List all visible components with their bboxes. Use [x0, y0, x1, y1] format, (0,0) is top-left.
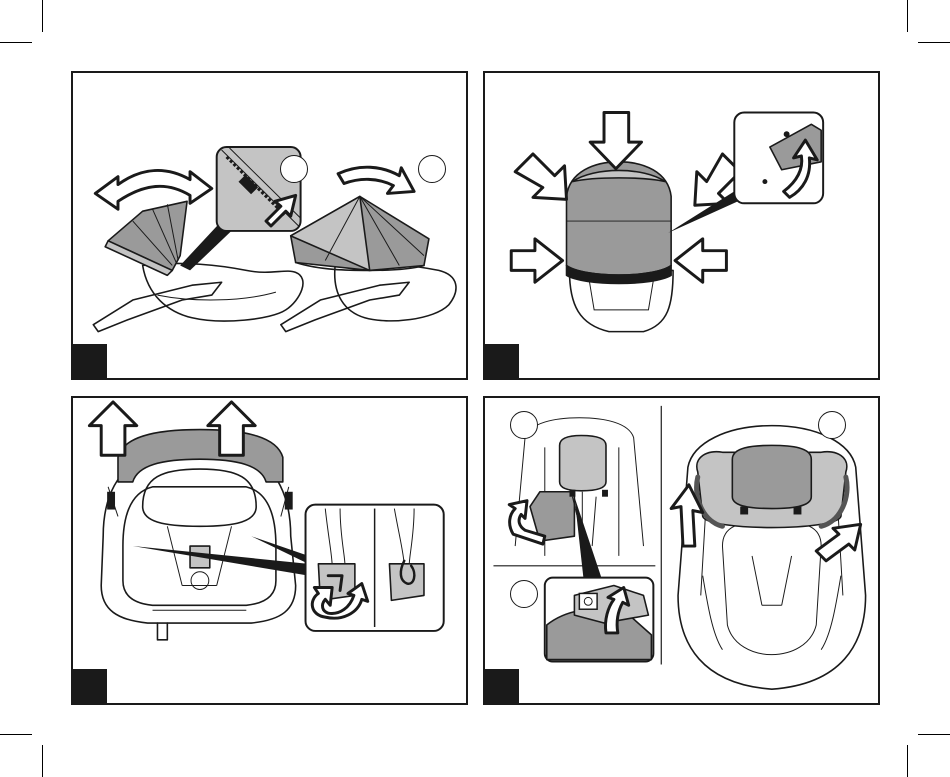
step-number-block [73, 669, 107, 703]
crop-mark [0, 42, 32, 43]
headrest-adjust-illustration [485, 398, 878, 703]
instruction-panel-headrest-adjust [483, 396, 880, 705]
canopy-remove-illustration [73, 398, 466, 703]
step-number-block [485, 344, 519, 378]
step-number-block [73, 344, 107, 378]
instruction-panel-canopy-attach [483, 71, 880, 380]
canopy-attach-illustration [485, 73, 878, 378]
instruction-panel-canopy-remove [71, 396, 468, 705]
crop-mark [907, 745, 908, 777]
step-circle-label [280, 155, 308, 183]
instruction-panel-canopy-fold [71, 71, 468, 380]
step-circle-label [818, 411, 846, 439]
step-number-block [485, 669, 519, 703]
step-circle-label [510, 580, 538, 608]
canopy-fold-illustration [73, 73, 466, 378]
crop-mark [918, 734, 950, 735]
step-circle-label [510, 411, 538, 439]
crop-mark [0, 734, 32, 735]
crop-mark [918, 42, 950, 43]
crop-mark [42, 0, 43, 32]
crop-mark [42, 745, 43, 777]
step-circle-label [418, 155, 446, 183]
crop-mark [907, 0, 908, 32]
